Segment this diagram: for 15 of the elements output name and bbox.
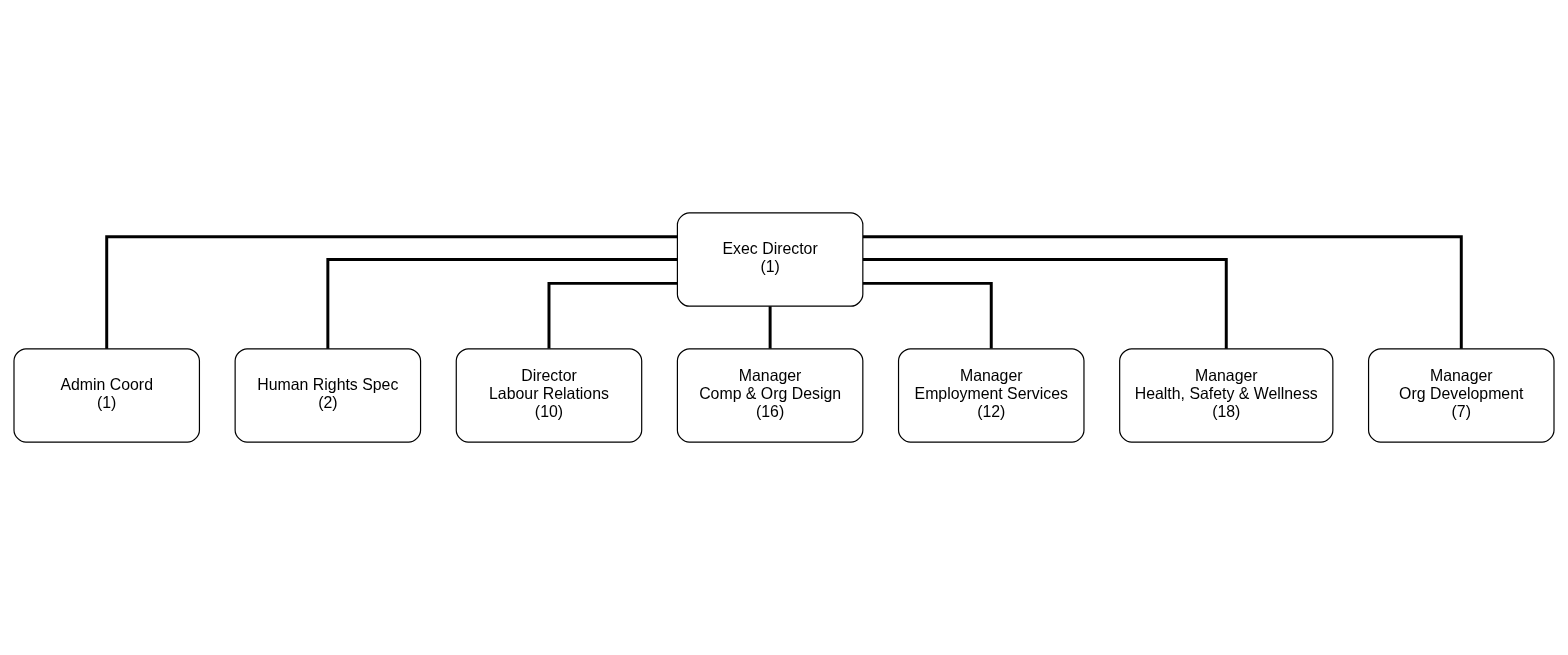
connector <box>768 306 772 349</box>
connector <box>105 235 678 349</box>
node-box: Manager Employment Services (12) <box>897 348 1085 443</box>
connector <box>862 281 993 349</box>
node-box: Human Rights Spec (2) <box>234 348 422 443</box>
node-box: Admin Coord (1) <box>13 348 201 443</box>
node-box: Manager Health, Safety & Wellness (18) <box>1119 348 1334 443</box>
node-box: Manager Org Development (7) <box>1367 348 1555 443</box>
node-box: Manager Comp & Org Design (16) <box>676 348 864 443</box>
connector <box>862 235 1463 349</box>
connector <box>862 258 1228 349</box>
node-box: Director Labour Relations (10) <box>455 348 643 443</box>
node-box: Exec Director (1) <box>676 212 864 307</box>
connector <box>326 258 678 349</box>
connector <box>547 281 678 349</box>
